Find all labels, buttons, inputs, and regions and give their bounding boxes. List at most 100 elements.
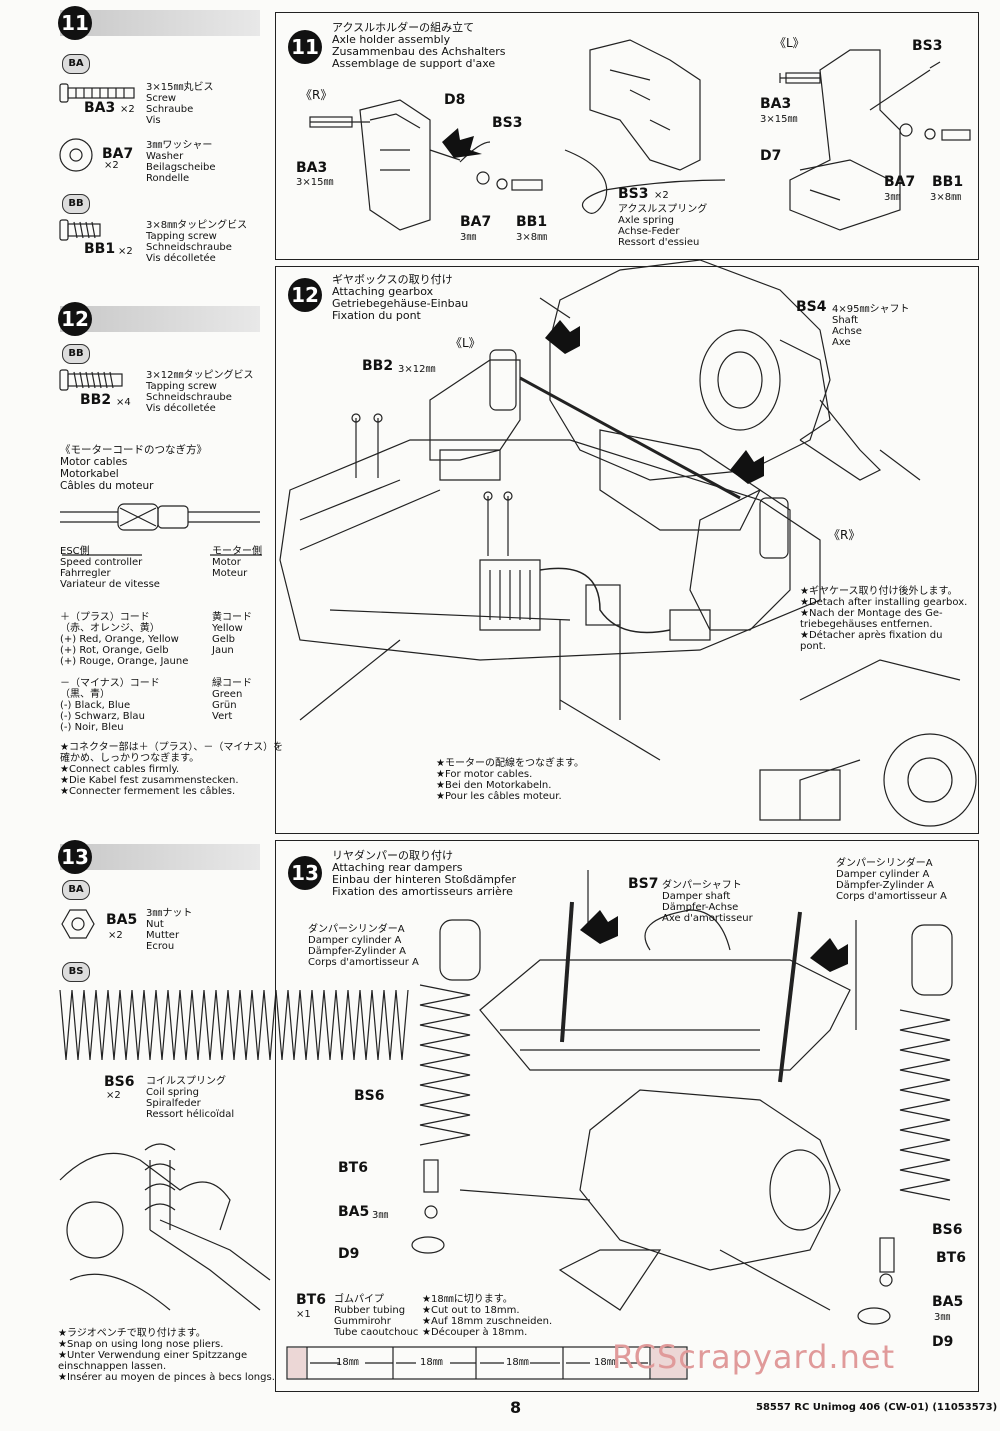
connect-cables-note: ★コネクター部は＋（プラス）、－（マイナス）を 確かめ、しっかりつなぎます。 ★… [60, 742, 284, 797]
step-13-number: 13 [58, 840, 92, 874]
label-d9-right: D9 [932, 1334, 954, 1350]
ba3-code: BA3 [84, 100, 116, 116]
step-12-number: 12 [58, 302, 92, 336]
ba7-qty: ×2 [104, 160, 119, 171]
motor-wiring-note: ★モーターの配線をつなぎます。 ★For motor cables. ★Bei … [436, 758, 584, 802]
yellow-cable-label: 黄コード Yellow Gelb Jaun [212, 612, 252, 656]
panel-step-12 [275, 266, 979, 834]
motor-connector-drawing [60, 503, 260, 531]
bb2-code: BB2 [80, 392, 112, 408]
esc-side-label: ESC側 Speed controller Fahrregler Variate… [60, 546, 160, 590]
screw-ba3-drawing [59, 83, 135, 103]
bb1-description: 3×8㎜タッピングビス Tapping screw Schneidschraub… [146, 220, 248, 264]
screw-bb2-drawing [59, 369, 123, 391]
bb2-qty: ×4 [116, 397, 131, 408]
cut-note: ★18㎜に切ります。 ★Cut out to 18mm. ★Auf 18mm z… [422, 1294, 553, 1338]
damper-shafts-drawing [560, 870, 857, 1083]
step-13-bar [60, 844, 260, 870]
panel-12-number: 12 [288, 278, 322, 312]
step-11-bar [60, 10, 260, 36]
bs7-description: ダンパーシャフト Damper shaft Dämpfer-Achse Axe … [662, 880, 753, 924]
plus-cable-label: ＋（プラス）コード （赤、オレンジ、黄） (+) Red, Orange, Ye… [60, 612, 189, 667]
ruler-mark-4: 18㎜ [594, 1357, 617, 1368]
panel-12-title: ギヤボックスの取り付け Attaching gearbox Getriebege… [332, 273, 469, 322]
label-spring-bs3: BS3 [618, 186, 649, 202]
mark-r-12: 《R》 [828, 528, 861, 542]
ba3-description: 3×15㎜丸ビス Screw Schraube Vis [146, 82, 214, 126]
label-ba3-b-size: 3×15㎜ [760, 114, 798, 125]
label-bs7: BS7 [628, 876, 659, 892]
damper-left-drawing [411, 919, 481, 1254]
mark-r: 《R》 [300, 88, 333, 102]
axle-holder-l-drawing [779, 49, 971, 231]
label-d7: D7 [760, 148, 782, 164]
bs4-description: 4×95㎜シャフト Shaft Achse Axe [832, 304, 910, 348]
bs6-code: BS6 [104, 1074, 135, 1090]
ba7-code: BA7 [102, 146, 134, 162]
bb1-qty: ×2 [118, 246, 133, 257]
label-bb1-a-size: 3×8㎜ [516, 232, 548, 243]
panel-step-11 [275, 12, 979, 260]
label-ba7-a-size: 3㎜ [460, 232, 477, 243]
label-bb2-size: 3×12㎜ [398, 364, 436, 375]
label-bb1-a: BB1 [516, 214, 548, 230]
mark-l: 《L》 [774, 36, 805, 50]
ruler-mark-1: 18㎜ [336, 1357, 359, 1368]
label-bs6-right: BS6 [932, 1222, 963, 1238]
label-ba5-right: BA5 [932, 1294, 964, 1310]
axle-holder-r-drawing [309, 99, 543, 231]
bt6-description: ゴムパイプ Rubber tubing Gummirohr Tube caout… [334, 1294, 419, 1338]
label-bs4: BS4 [796, 299, 827, 315]
bag-bb-label-12: BB [62, 344, 90, 364]
mark-l-12: 《L》 [450, 336, 481, 350]
gearbox-drawing [539, 259, 921, 531]
label-ba7-b-size: 3㎜ [884, 192, 901, 203]
minus-cable-label: －（マイナス）コード （黒、青） (-) Black, Blue (-) Sch… [60, 678, 160, 733]
motor-side-label: モーター側 Motor Moteur [212, 546, 262, 579]
shaft-bs4-drawing [519, 376, 741, 500]
screw-bb1-drawing [59, 219, 101, 241]
bag-ba-label: BA [62, 54, 90, 74]
panel-13-number: 13 [288, 856, 322, 890]
pliers-note: ★ラジオペンチで取り付けます。 ★Snap on using long nose… [58, 1328, 275, 1383]
washer-ba7-drawing [59, 138, 93, 172]
step-12-bar [60, 306, 260, 332]
motor-wire-drawing [539, 567, 671, 634]
label-bt6-qty: ×1 [296, 1309, 311, 1320]
damper-cylinder-right-label: ダンパーシリンダーA Damper cylinder A Dämpfer-Zyl… [836, 858, 947, 902]
ba5-code: BA5 [106, 912, 138, 928]
ba5-description: 3㎜ナット Nut Mutter Ecrou [146, 908, 193, 952]
label-ba3-a-size: 3×15㎜ [296, 177, 334, 188]
chassis-drawing [279, 439, 821, 761]
bag-bs-label: BS [62, 962, 90, 982]
label-ba5-left-size: 3㎜ [372, 1210, 389, 1221]
axle-holder-center-drawing [589, 39, 701, 171]
damper-right-drawing [857, 924, 953, 1325]
motor-cables-title: 《モーターコードのつなぎ方》 Motor cables Motorkabel C… [60, 444, 207, 492]
label-ba5-left: BA5 [338, 1204, 370, 1220]
bs6-qty: ×2 [106, 1090, 121, 1101]
nut-ba5-drawing [61, 909, 95, 939]
label-bb1-b: BB1 [932, 174, 964, 190]
spring-bs6-drawing [59, 989, 409, 1061]
panel-step-13 [275, 840, 979, 1392]
label-bs3-b: BS3 [912, 38, 943, 54]
label-bb1-b-size: 3×8㎜ [930, 192, 962, 203]
bb2-screws-drawing [351, 413, 513, 556]
label-ba7-b: BA7 [884, 174, 916, 190]
page-number: 8 [510, 1398, 522, 1417]
bb1-code: BB1 [84, 241, 116, 257]
damper-cylinder-left-label: ダンパーシリンダーA Damper cylinder A Dämpfer-Zyl… [308, 924, 419, 968]
ba3-qty: ×2 [120, 104, 135, 115]
label-d9-left: D9 [338, 1246, 360, 1262]
panel-11-title: アクスルホルダーの組み立て Axle holder assembly Zusam… [332, 21, 506, 70]
label-ba3-b: BA3 [760, 96, 792, 112]
motor-detail-drawing [759, 659, 977, 827]
ruler-mark-2: 18㎜ [420, 1357, 443, 1368]
label-bt6-left: BT6 [338, 1160, 368, 1176]
label-ba7-a: BA7 [460, 214, 492, 230]
step-11-number: 11 [58, 6, 92, 40]
rear-axle-drawing [459, 1089, 841, 1311]
label-bt6-right: BT6 [936, 1250, 966, 1266]
